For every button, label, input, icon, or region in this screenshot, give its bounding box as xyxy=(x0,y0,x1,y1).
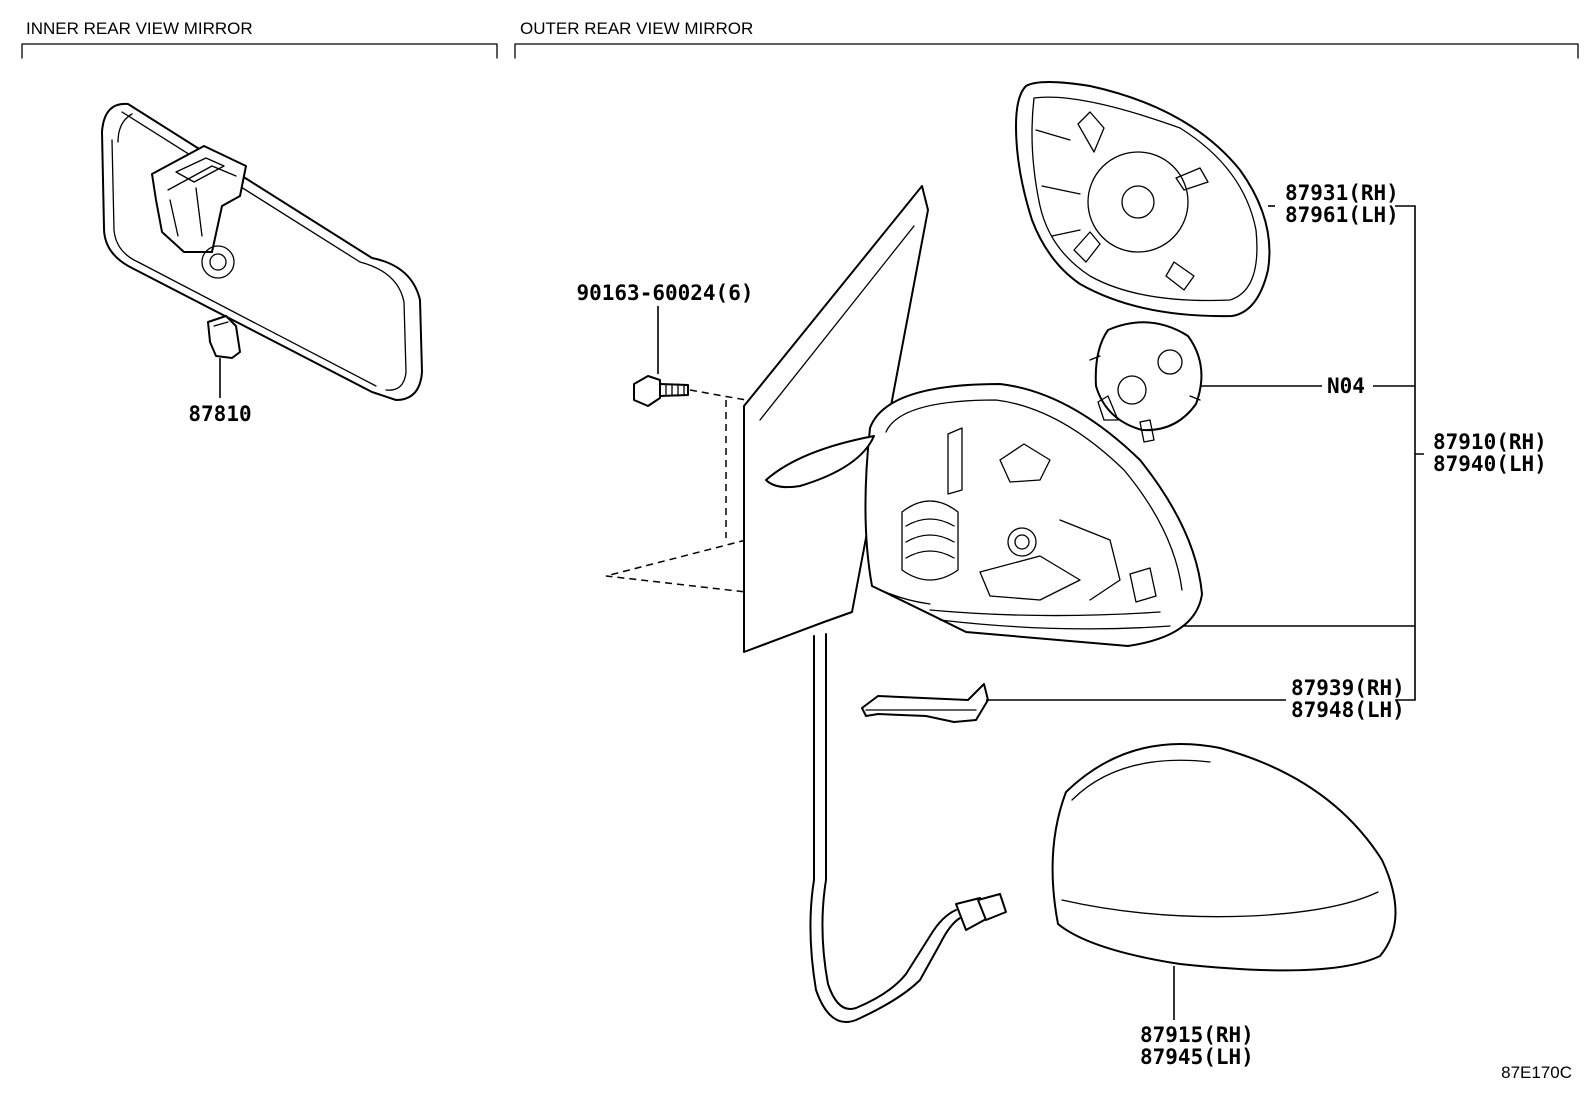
actuator-drawing xyxy=(1089,321,1203,443)
mirror-assembly-part-number-lh: 87940(LH) xyxy=(1433,452,1547,476)
inner-mirror-drawing xyxy=(101,102,423,401)
assembly-dash-lines xyxy=(605,389,747,593)
inner-section-title: INNER REAR VIEW MIRROR xyxy=(26,19,253,38)
actuator-part-number: N04 xyxy=(1327,374,1365,398)
assembly-bracket-vertical xyxy=(1182,205,1424,701)
cover-drawing xyxy=(1051,742,1397,972)
mirror-glass-part-number-lh: 87961(LH) xyxy=(1285,203,1399,227)
wire-harness-drawing xyxy=(809,633,1007,1023)
mirror-assembly-drawing xyxy=(765,383,1203,647)
outer-section-bracket xyxy=(514,43,1579,59)
mirror-assembly-part-number-rh: 87910(RH) xyxy=(1433,430,1547,454)
bracket-part-number-lh: 87948(LH) xyxy=(1291,698,1405,722)
cover-part-number-rh: 87915(RH) xyxy=(1140,1023,1254,1047)
bracket-drawing xyxy=(861,683,989,723)
inner-mirror-part-number: 87810 xyxy=(188,402,251,426)
diagram-code: 87E170C xyxy=(1501,1063,1572,1082)
mirror-base-plate xyxy=(743,185,929,653)
cover-part-number-lh: 87945(LH) xyxy=(1140,1045,1254,1069)
bolt-drawing xyxy=(633,375,689,407)
mirror-glass-drawing xyxy=(1015,81,1271,318)
bracket-part-number-rh: 87939(RH) xyxy=(1291,676,1405,700)
mirror-glass-part-number-rh: 87931(RH) xyxy=(1285,181,1399,205)
outer-section-title: OUTER REAR VIEW MIRROR xyxy=(520,19,753,38)
inner-section-bracket xyxy=(21,43,498,59)
bolt-part-number: 90163-60024(6) xyxy=(576,281,753,305)
